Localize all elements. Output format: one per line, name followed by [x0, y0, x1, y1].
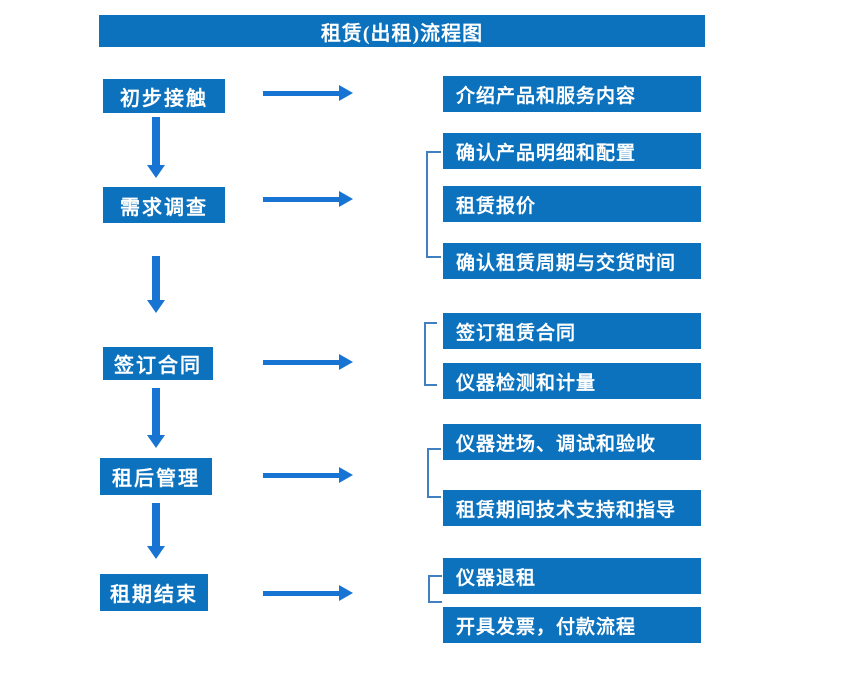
arrow-down-icon-4 — [147, 503, 165, 559]
bracket-icon-demand-survey-group — [426, 151, 441, 258]
arrow-right-icon-2 — [263, 191, 353, 207]
output-box-instrument-entry-commissioning-acceptance: 仪器进场、调试和验收 — [443, 424, 701, 460]
arrow-right-icon-3 — [263, 354, 353, 370]
bracket-icon-rental-end-group — [428, 575, 442, 603]
arrow-right-icon-4 — [263, 467, 353, 483]
arrow-right-icon-1 — [263, 85, 353, 101]
stage-box-initial-contact: 初步接触 — [103, 79, 225, 113]
output-box-invoice-payment-process: 开具发票，付款流程 — [443, 607, 701, 643]
bracket-icon-post-rental-group — [427, 448, 441, 498]
arrow-right-icon-5 — [263, 585, 353, 601]
output-box-rental-technical-support: 租赁期间技术支持和指导 — [443, 490, 701, 526]
output-box-instrument-return: 仪器退租 — [443, 558, 701, 594]
output-box-sign-rental-contract: 签订租赁合同 — [443, 313, 701, 349]
output-box-confirm-product-details: 确认产品明细和配置 — [443, 133, 701, 169]
output-box-rental-quote: 租赁报价 — [443, 186, 701, 222]
bracket-icon-sign-contract-group — [424, 322, 437, 386]
stage-box-demand-survey: 需求调查 — [103, 187, 225, 223]
stage-box-sign-contract: 签订合同 — [103, 347, 213, 380]
output-box-confirm-rental-period-delivery: 确认租赁周期与交货时间 — [443, 243, 701, 279]
arrow-down-icon-2 — [147, 256, 165, 313]
arrow-down-icon-1 — [147, 117, 165, 178]
stage-box-post-rental-management: 租后管理 — [100, 458, 212, 495]
output-box-instrument-inspection-measurement: 仪器检测和计量 — [443, 363, 701, 399]
flowchart-title: 租赁(出租)流程图 — [99, 15, 705, 47]
arrow-down-icon-3 — [147, 388, 165, 448]
output-box-introduce-products-services: 介绍产品和服务内容 — [443, 76, 701, 112]
stage-box-rental-end: 租期结束 — [100, 574, 208, 611]
